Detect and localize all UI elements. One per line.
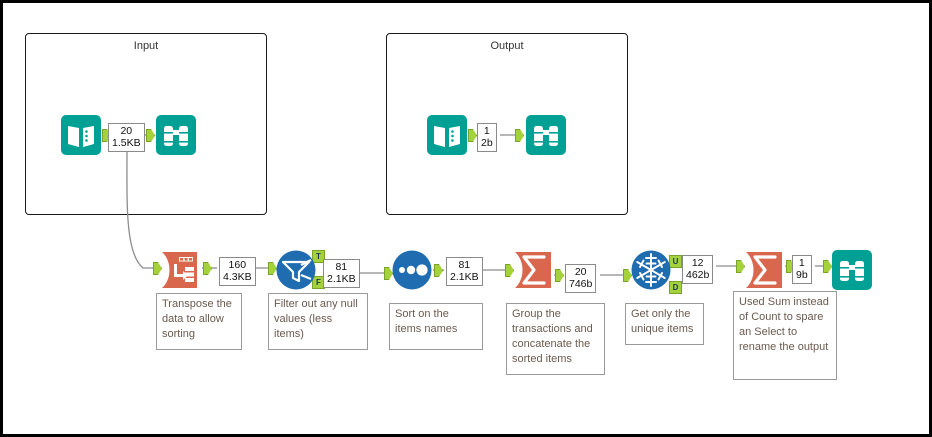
anchor-transpose-out[interactable] [203, 262, 212, 275]
tool-browse-input[interactable] [155, 114, 197, 156]
tool-summarize-2[interactable] [743, 249, 785, 291]
anchor-sort-out[interactable] [434, 264, 443, 277]
output-container-title: Output [490, 40, 524, 52]
data-label-summarize-2: 1 9b [792, 255, 812, 284]
data-label-transpose: 160 4.3KB [219, 257, 256, 286]
binoculars-icon [156, 115, 196, 155]
tool-transpose[interactable] [159, 249, 201, 291]
transpose-icon [162, 252, 197, 288]
sigma-icon [746, 252, 782, 288]
anchor-unique-u[interactable]: U [669, 255, 682, 268]
record-count: 20 [120, 125, 133, 137]
data-size: 462b [686, 269, 710, 281]
data-label-output: 1 2b [477, 123, 497, 152]
output-container[interactable]: Output [386, 33, 628, 215]
annotation-unique[interactable]: Get only the unique items [625, 303, 704, 345]
book-icon [427, 115, 467, 155]
input-container-title: Input [133, 40, 159, 52]
record-count: 12 [691, 257, 704, 269]
data-size: 2.1KB [327, 273, 356, 285]
data-label-summarize-1: 20 746b [565, 264, 597, 293]
record-count: 1 [483, 125, 490, 137]
annotation-transpose[interactable]: Transpose the data to allow sorting [156, 293, 242, 350]
record-count: 20 [574, 266, 587, 278]
anchor-unique-d[interactable]: D [669, 281, 682, 294]
tool-unique[interactable] [630, 249, 672, 291]
data-label-filter: 81 2.1KB [323, 259, 360, 288]
binoculars-icon [832, 250, 872, 290]
record-count: 1 [798, 257, 805, 269]
annotation-summarize-1[interactable]: Group the transactions and concatenate t… [506, 303, 605, 375]
data-size: 2.1KB [450, 271, 479, 283]
anchor-filter-true[interactable]: T [312, 250, 325, 263]
record-count: 81 [458, 259, 471, 271]
sort-icon [392, 250, 432, 290]
binoculars-icon [526, 115, 566, 155]
record-count: 160 [228, 259, 247, 271]
tool-browse-final[interactable] [831, 249, 873, 291]
tool-input-data-2[interactable] [426, 114, 468, 156]
tool-filter[interactable] [275, 249, 317, 291]
tool-input-data[interactable] [60, 114, 102, 156]
anchor-summarize1-out[interactable] [555, 269, 564, 282]
book-icon [61, 115, 101, 155]
tool-summarize-1[interactable] [512, 249, 554, 291]
data-label-sort: 81 2.1KB [446, 257, 483, 286]
record-count: 81 [335, 261, 348, 273]
tool-sort[interactable] [391, 249, 433, 291]
snowflake-icon [631, 250, 671, 290]
data-size: 4.3KB [223, 271, 252, 283]
data-label-input: 20 1.5KB [108, 123, 145, 152]
data-size: 2b [481, 137, 493, 149]
filter-icon [276, 250, 316, 290]
data-size: 1.5KB [112, 137, 141, 149]
data-label-unique: 12 462b [682, 255, 714, 284]
data-size: 746b [569, 278, 593, 290]
annotation-sort[interactable]: Sort on the items names [389, 303, 483, 350]
tool-browse-output[interactable] [525, 114, 567, 156]
annotation-filter[interactable]: Filter out any null values (less items) [268, 293, 368, 350]
data-size: 9b [796, 269, 808, 281]
annotation-summarize-2[interactable]: Used Sum instead of Count to spare an Se… [733, 291, 837, 380]
sigma-icon [515, 252, 551, 288]
